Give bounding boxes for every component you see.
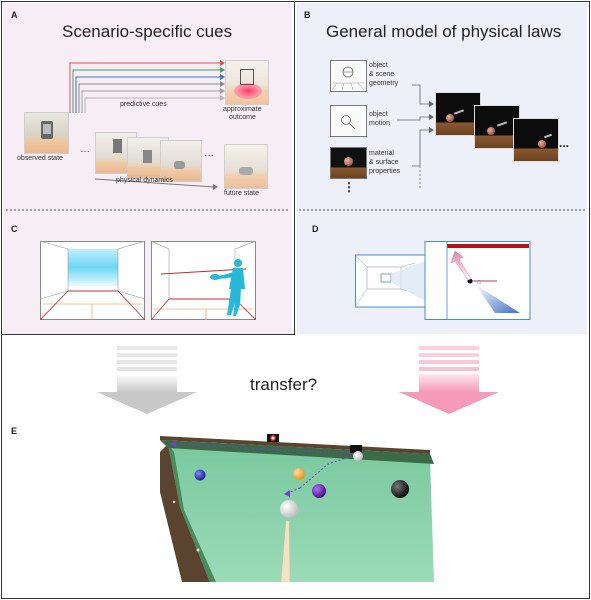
dynamics-frame-3 <box>160 140 202 182</box>
future-state-label: future state <box>224 190 260 197</box>
interception-diagram <box>355 241 531 320</box>
observed-state-label: observed state <box>17 155 63 162</box>
panel-b-letter: B <box>304 10 311 20</box>
squash-player-figure <box>210 259 245 316</box>
item-material-l3: properties <box>369 168 401 175</box>
pool-table-scene <box>160 432 434 582</box>
squash-court-player <box>151 241 256 320</box>
more-items-ellipsis: ⋮ <box>343 180 355 194</box>
motion-icon-box <box>330 105 367 137</box>
sequence-ellipsis-right: … <box>204 148 214 159</box>
outcome-label-2: outcome <box>229 114 256 121</box>
panel-e-letter: E <box>11 426 18 436</box>
transfer-label: transfer? <box>250 375 318 394</box>
material-ball-icon <box>344 157 353 166</box>
sim-frame-2 <box>474 105 520 149</box>
item-geometry-l3: geometry <box>369 80 399 87</box>
panel-b-title: General model of physical laws <box>326 22 562 41</box>
approximate-outcome-image <box>225 60 269 105</box>
item-motion-l1: object <box>369 111 388 118</box>
geometry-icon <box>331 66 365 91</box>
left-transfer-arrow <box>97 346 197 414</box>
sim-frames-ellipsis: ... <box>559 136 570 150</box>
right-transfer-arrow <box>399 346 499 414</box>
material-icon-box <box>330 147 367 179</box>
predictive-cue-arrows <box>69 60 225 190</box>
item-material-l1: material <box>369 150 394 157</box>
item-motion-l2: motion <box>369 120 391 127</box>
sequence-ellipsis-left: … <box>80 144 90 155</box>
outcome-label-1: approximate <box>223 106 262 113</box>
panel-a-title: Scenario-specific cues <box>62 22 233 41</box>
observed-state-image <box>24 112 69 154</box>
physical-dynamics-label: physical dynamics <box>116 177 173 184</box>
item-geometry-l2: & scene <box>369 71 395 78</box>
panel-c-letter: C <box>11 224 18 234</box>
panel-d-letter: D <box>312 224 319 234</box>
squash-court-empty <box>40 241 145 320</box>
future-state-image <box>224 144 268 189</box>
motion-icon <box>341 115 356 130</box>
connector-lines <box>397 84 434 190</box>
item-material-l2: & surface <box>369 159 399 166</box>
sim-frame-1 <box>435 92 481 136</box>
geometry-icon-box <box>330 60 367 92</box>
sim-frame-3 <box>513 118 559 162</box>
panel-a-letter: A <box>11 10 18 20</box>
predictive-cues-label: predictive cues <box>120 101 167 108</box>
item-geometry-l1: object <box>369 62 388 69</box>
transfer-arrows <box>97 346 499 414</box>
